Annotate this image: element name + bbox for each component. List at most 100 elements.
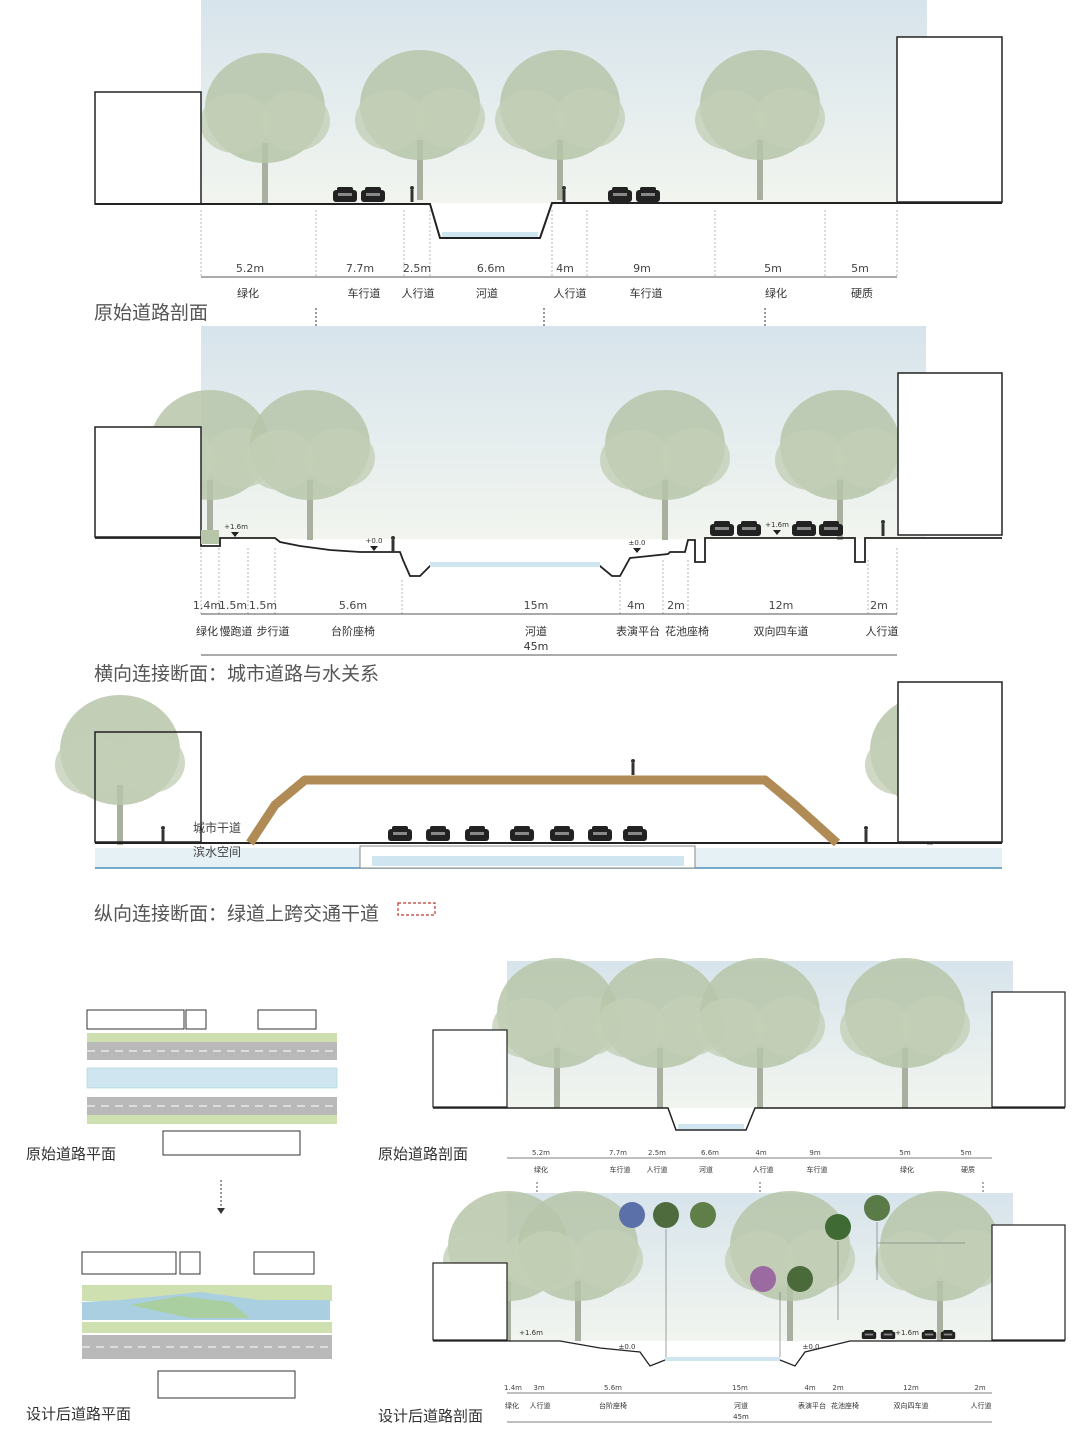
small-section-designed-title: 设计后道路剖面 [378,1407,484,1425]
plan-designed-title: 设计后道路平面 [26,1405,132,1423]
ground-profile [95,537,1002,577]
dim-label: 1.5m [249,599,277,612]
zone-label: 表演平台 [616,624,660,638]
dim-label: 4m [627,599,645,612]
svg-text:绿化: 绿化 [534,1165,548,1174]
svg-text:硬质: 硬质 [961,1165,975,1174]
svg-text:1.4m: 1.4m [504,1384,522,1392]
dim-label: 2.5m [403,262,431,275]
svg-text:表演平台: 表演平台 [798,1401,826,1410]
svg-text:+1.6m: +1.6m [519,1329,543,1337]
car-icon [588,826,612,841]
svg-text:车行道: 车行道 [807,1165,828,1174]
pedestrian-icon [161,826,165,842]
dim-label: 6.6m [477,262,505,275]
plan-original [86,1009,338,1156]
dim-label: 5.6m [339,599,367,612]
car-icon [465,826,489,841]
zone-label: 双向四车道 [754,624,809,638]
dim-label: 12m [769,599,794,612]
pedestrian-icon [391,536,395,552]
ground-profile [95,202,1002,239]
svg-text:4m: 4m [804,1384,815,1392]
building-left [94,91,202,205]
small-section-designed: +1.6m ±0.0 ±0.0 +1.6m 1.4m 3m 5.6m 15m 4… [432,1191,1066,1423]
car-icon [623,826,647,841]
car-icon [550,826,574,841]
building-right [897,372,1003,536]
tree-icon [55,695,185,845]
svg-text:±0.0: ±0.0 [619,1343,636,1351]
car-icon [510,826,534,841]
dim-label: 1.4m [193,599,221,612]
svg-text:台阶座椅: 台阶座椅 [599,1401,627,1410]
dim-label: 4m [556,262,574,275]
zone-label: 台阶座椅 [331,624,375,638]
zone-label: 绿化 [765,286,787,300]
zone-label: 步行道 [257,624,290,638]
svg-text:+1.6m: +1.6m [895,1329,919,1337]
section3-title: 纵向连接断面：绿道上跨交通干道 [94,903,380,925]
svg-text:2.5m: 2.5m [648,1149,666,1157]
pedestrian-icon [864,826,868,842]
svg-text:5m: 5m [899,1149,910,1157]
zone-label: 河道 [476,286,498,300]
building-right [897,681,1003,843]
legend-dashed-box [397,902,436,916]
svg-text:车行道: 车行道 [610,1165,631,1174]
zone-label: 绿化 [237,286,259,300]
svg-text:绿化: 绿化 [505,1401,519,1410]
green-planter [201,530,219,544]
svg-text:绿化: 绿化 [900,1165,914,1174]
pedestrian-icon [562,186,566,202]
building-left [94,426,202,538]
svg-text:5.6m: 5.6m [604,1384,622,1392]
annotation-label: 城市干道 [193,820,241,835]
zone-label: 花池座椅 [665,624,709,638]
svg-text:±0.0: ±0.0 [803,1343,820,1351]
elevation-marker-icon [633,548,641,553]
zone-label: 绿化 [196,624,218,638]
dim-label: 5.2m [236,262,264,275]
section3-longitudinal-connection: 城市干道 滨水空间 [55,681,1003,916]
elevation-label: ±0.0 [629,539,646,547]
pedestrian-icon [881,520,885,536]
svg-text:人行道: 人行道 [753,1165,774,1174]
small-section-original-title: 原始道路剖面 [378,1145,469,1163]
svg-text:9m: 9m [809,1149,820,1157]
svg-text:人行道: 人行道 [647,1165,668,1174]
dim-label: 7.7m [346,262,374,275]
pedestrian-icon [631,759,635,775]
river-water [442,232,538,237]
svg-text:花池座椅: 花池座椅 [831,1401,859,1410]
svg-text:45m: 45m [733,1413,749,1421]
dim-label: 2m [667,599,685,612]
svg-text:河道: 河道 [699,1165,713,1174]
car-icon [426,826,450,841]
section1-original-road-section: 5.2m 7.7m 2.5m 6.6m 4m 9m 5m 5m 绿化 车行道 人… [94,0,1003,300]
elevation-marker-icon [370,546,378,551]
plan-original-title: 原始道路平面 [26,1145,117,1163]
section1-title: 原始道路剖面 [94,302,209,324]
zone-label: 慢跑道 [220,624,253,638]
svg-text:5m: 5m [960,1149,971,1157]
dim-label: 5m [764,262,782,275]
svg-text:2m: 2m [974,1384,985,1392]
section2-title: 横向连接断面：城市道路与水关系 [94,663,380,685]
elevation-label: +1.6m [224,523,248,531]
dim-label: 2m [870,599,888,612]
svg-text:7.7m: 7.7m [609,1149,627,1157]
svg-text:2m: 2m [832,1384,843,1392]
svg-text:河道: 河道 [734,1401,748,1410]
plant-photo-bubbles [619,1195,965,1357]
river-water [430,562,600,567]
svg-text:12m: 12m [903,1384,919,1392]
pedestrian-icon [410,186,414,202]
section2-lateral-connection: +1.6m +0.0 ±0.0 +1.6m 1.4m 1.5m 1.5m 5.6… [94,326,1003,656]
zone-label: 河道 [525,624,547,638]
zone-label: 人行道 [402,286,435,300]
zone-label: 人行道 [554,286,587,300]
zone-label: 车行道 [630,286,663,300]
annotation-label: 滨水空间 [193,844,241,859]
